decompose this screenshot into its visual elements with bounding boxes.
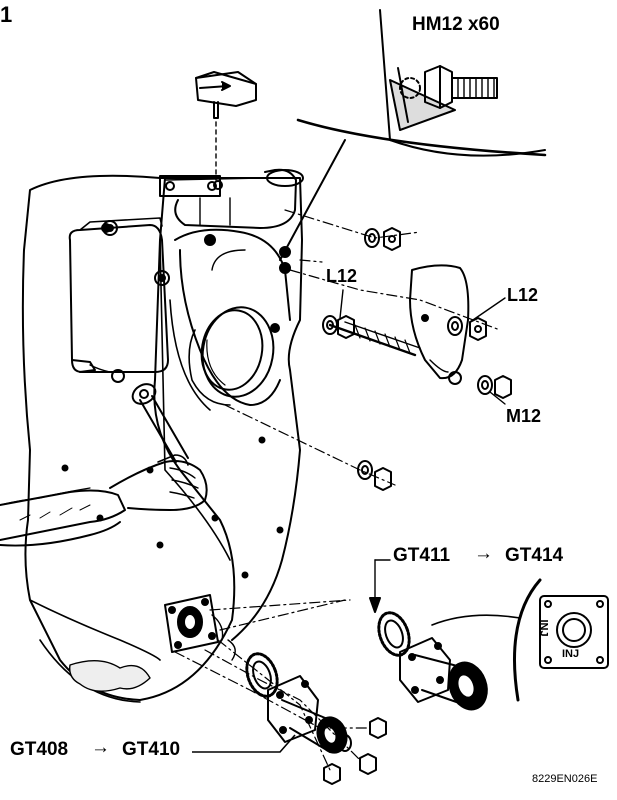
label-washer-l12-left: L12 [326,266,358,286]
figure-number: 1 [0,2,13,27]
inj-plate-label: INJ [562,648,580,660]
leader-lines [339,289,506,405]
inj-plate-label-rotated: INJ [537,619,550,637]
side-housing-box [68,217,169,383]
alignment-lines [224,209,501,486]
engine-block [21,174,284,703]
injector-detail-upper [369,559,521,711]
label-range-lower-from: GT408 [10,739,69,760]
injector-tube-lower [245,652,387,785]
label-range-upper-from: GT411 [393,545,451,566]
plate-bracket-arc [513,578,542,702]
arrow-right-icon: → [91,737,110,758]
label-range-lower-to: GT410 [122,739,181,760]
arrow-right-icon: → [474,543,493,564]
label-washer-l12-right: L12 [507,285,539,305]
alignment-lines-lower [174,599,371,771]
turbo-housing [102,168,304,641]
hand-wrench [0,383,208,547]
long-stud [328,321,421,357]
washer-nut-set-middle [322,315,487,341]
label-nut-m12: M12 [506,406,542,426]
washer-nut-set-lower [357,375,512,491]
bolt-detail-inset [279,9,547,261]
label-range-upper-to: GT414 [505,545,564,566]
torque-wrench-indicator [195,71,257,181]
injector-flange-lower [164,594,236,661]
mounting-bracket [409,264,470,385]
label-bolt-hm12: HM12 x60 [412,14,500,35]
inj-plate [539,595,609,669]
washer-nut-set-upper [364,227,401,251]
reference-code: 8229EN026E [532,773,598,785]
